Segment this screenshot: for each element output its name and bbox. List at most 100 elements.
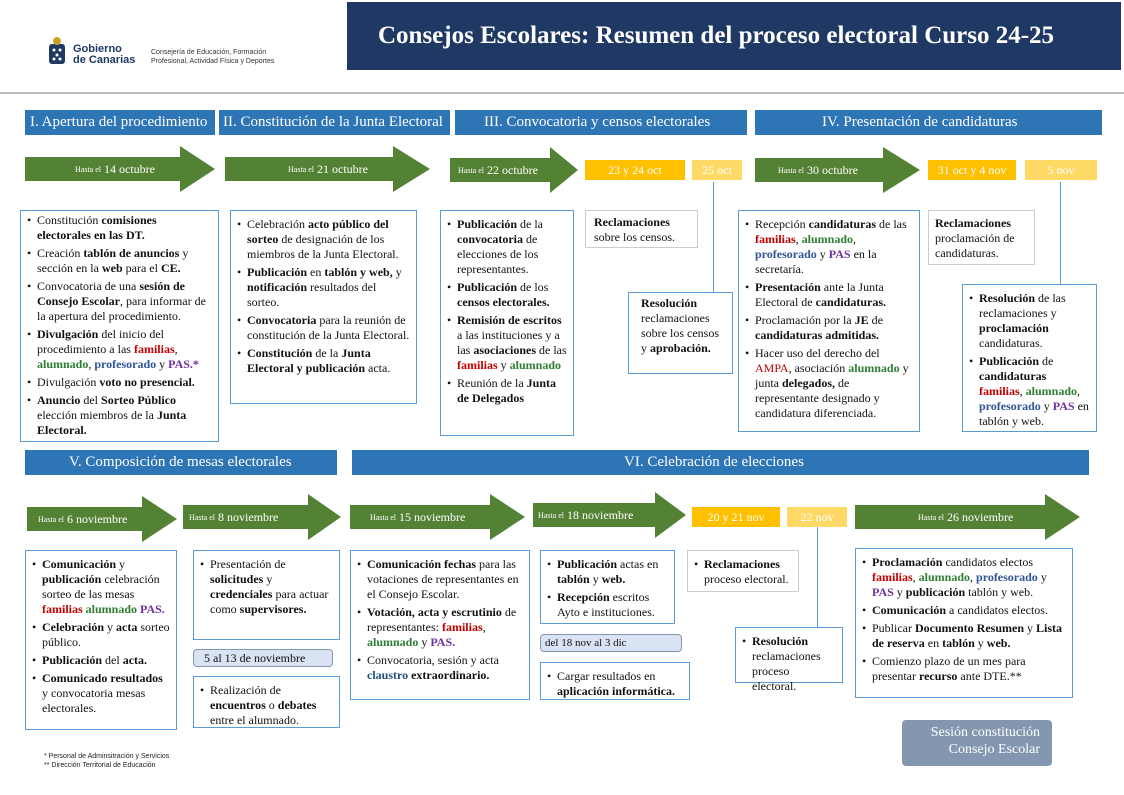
connector-line <box>713 182 714 292</box>
list-item: Comunicado resultados y convocatoria mes… <box>32 671 170 716</box>
deadline-date: 8 noviembre <box>218 509 279 524</box>
list-item: Celebración acto público del sorteo de d… <box>237 217 410 262</box>
section-4-header: IV. Presentación de candidaturas <box>755 110 1102 135</box>
logo-dept-1: Consejería de Educación, Formación <box>151 49 267 56</box>
content-box-resolucion-censos: Resolución reclamaciones sobre los censo… <box>628 292 733 374</box>
deadline-date: 26 noviembre <box>947 509 1014 524</box>
footnote-1: * Personal de Adminsitración y Servicios <box>44 753 170 760</box>
list-item: Publicación de la convocatoria de elecci… <box>447 217 567 277</box>
content-box-candidaturas: Recepción candidaturas de las familias, … <box>738 210 920 432</box>
list-item: Comienzo plazo de un mes para presentar … <box>862 654 1066 684</box>
list-item: Celebración y acta sorteo público. <box>32 620 170 650</box>
list-item: Publicación en tablón y web, y notificac… <box>237 265 410 310</box>
list-item: Votación, acta y escrutinio de represent… <box>357 605 523 650</box>
hasta-label: Hasta el <box>778 165 804 175</box>
deadline-date: 21 octubre <box>317 161 368 176</box>
list-item: Publicación de los censos electorales. <box>447 280 567 310</box>
list-item: Recepción candidaturas de las familias, … <box>745 217 913 277</box>
section-6-header: VI. Celebración de elecciones <box>352 450 1089 475</box>
content-box-proclamacion: Proclamación candidatos electos familias… <box>855 548 1073 698</box>
section-1-header: I. Apertura del procedimiento <box>25 110 215 135</box>
list-item: Proclamación por la JE de candidaturas a… <box>745 313 913 343</box>
footnote-2: ** Dirección Territorial de Educación <box>44 762 156 769</box>
list-item: Publicación de candidaturas familias, al… <box>969 354 1090 429</box>
coat-of-arms-icon <box>49 37 65 64</box>
hasta-label: Hasta el <box>75 164 101 174</box>
list-item: Divulgación del inicio del procedimiento… <box>27 327 212 372</box>
list-item: Comunicación y publicación celebración s… <box>32 557 170 617</box>
section-3-header: III. Convocatoria y censos electorales <box>455 110 747 135</box>
sesion-constitucion-badge: Sesión constitución Consejo Escolar <box>902 720 1052 766</box>
deadline-date: 18 noviembre <box>567 507 634 522</box>
list-item: Anuncio del Sorteo Público elección miem… <box>27 393 212 438</box>
list-item: Comunicación a candidatos electos. <box>862 603 1066 618</box>
list-item: Resolución reclamaciones proceso elector… <box>742 634 836 694</box>
logo-dept-2: Profesional, Actividad Física y Deportes <box>151 58 275 65</box>
content-box-reclamaciones-candidaturas: Reclamaciones proclamación de candidatur… <box>928 210 1035 265</box>
date-pill-5-nov: 5 nov <box>1025 160 1097 180</box>
hasta-label: Hasta el <box>918 512 944 522</box>
content-box-junta: Celebración acto público del sorteo de d… <box>230 210 417 404</box>
sesion-line-2: Consejo Escolar <box>948 742 1040 757</box>
date-pill-31-oct-4-nov: 31 oct y 4 nov <box>928 160 1016 180</box>
list-item: Publicación actas en tablón y web. <box>547 557 668 587</box>
section-5-header: V. Composición de mesas electorales <box>25 450 337 475</box>
hasta-label: Hasta el <box>538 510 564 520</box>
list-item: Realización de encuentros o debates entr… <box>200 683 333 728</box>
content-box-aplicacion: Cargar resultados en aplicación informát… <box>540 662 690 700</box>
date-pill-25-oct: 25 oct <box>692 160 742 180</box>
list-item: Convocatoria, sesión y acta claustro ext… <box>357 653 523 683</box>
hasta-label: Hasta el <box>38 514 64 524</box>
content-box-resolucion-candidaturas: Resolución de las reclamaciones y procla… <box>962 284 1097 432</box>
content-box-supervisores: Presentación de solicitudes y credencial… <box>193 550 340 640</box>
deadline-date: 15 noviembre <box>399 509 466 524</box>
list-item: Reunión de la Junta de Delegados <box>447 376 567 406</box>
content-box-mesas: Comunicación y publicación celebración s… <box>25 550 177 730</box>
deadline-date: 14 octubre <box>104 161 155 176</box>
date-pill-22-nov: 22 nov <box>787 507 847 527</box>
content-box-reclamaciones-proceso: Reclamaciones proceso electoral. <box>687 550 799 592</box>
list-item: Divulgación voto no presencial. <box>27 375 212 390</box>
range-pill-5-13-nov: 5 al 13 de noviembre <box>193 649 333 667</box>
range-pill-18-nov-3-dic: del 18 nov al 3 dic <box>540 634 682 652</box>
list-item: Creación tablón de anuncios y sección en… <box>27 246 212 276</box>
content-box-convocatoria: Publicación de la convocatoria de elecci… <box>440 210 574 436</box>
header-divider <box>0 92 1124 94</box>
hasta-label: Hasta el <box>370 512 396 522</box>
list-item: Reclamaciones proceso electoral. <box>694 557 792 587</box>
sesion-line-1: Sesión constitución <box>930 725 1040 740</box>
content-box-votacion: Comunicación fechas para las votaciones … <box>350 550 530 700</box>
list-item: Hacer uso del derecho del AMPA, asociaci… <box>745 346 913 421</box>
list-item: Constitución de la Junta Electoral y pub… <box>237 346 410 376</box>
logo-name-2: de Canarias <box>73 54 136 66</box>
content-box-actas: Publicación actas en tablón y web. Recep… <box>540 550 675 624</box>
date-pill-20-21-nov: 20 y 21 nov <box>692 507 780 527</box>
list-item: Publicación del acta. <box>32 653 170 668</box>
content-box-apertura: Constitución comisiones electorales en l… <box>20 210 219 442</box>
list-item: Publicar Documento Resumen y Lista de re… <box>862 621 1066 651</box>
date-pill-23-24-oct: 23 y 24 oct <box>585 160 685 180</box>
list-item: Proclamación candidatos electos familias… <box>862 555 1066 600</box>
list-item: Resolución de las reclamaciones y procla… <box>969 291 1090 351</box>
deadline-date: 30 octubre <box>807 162 858 177</box>
footnotes: * Personal de Adminsitración y Servicios… <box>44 752 169 770</box>
hasta-label: Hasta el <box>288 164 314 174</box>
gobierno-canarias-logo: Gobierno de Canarias Consejería de Educa… <box>45 36 315 76</box>
list-item: Convocatoria de una sesión de Consejo Es… <box>27 279 212 324</box>
list-item: Presentación ante la Junta Electoral de … <box>745 280 913 310</box>
page-title: Consejos Escolares: Resumen del proceso … <box>347 2 1121 70</box>
deadline-date: 22 octubre <box>487 162 538 177</box>
list-item: Constitución comisiones electorales en l… <box>27 213 212 243</box>
hasta-label: Hasta el <box>458 165 484 175</box>
list-item: Presentación de solicitudes y credencial… <box>200 557 333 617</box>
content-box-resolucion-proceso: Resolución reclamaciones proceso elector… <box>735 627 843 693</box>
hasta-label: Hasta el <box>189 512 215 522</box>
